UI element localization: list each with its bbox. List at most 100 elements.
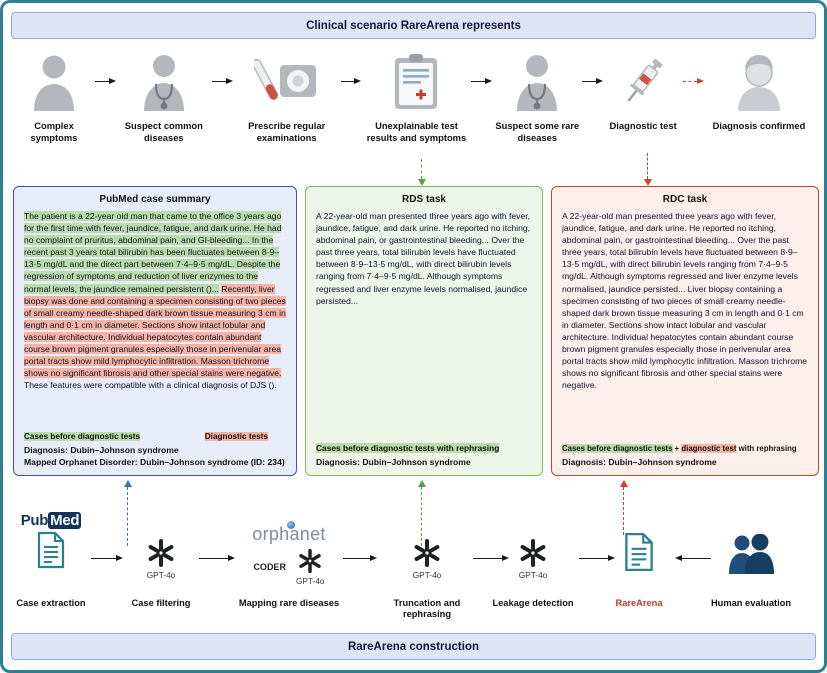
bottom-banner-title: RareArena construction — [347, 640, 479, 653]
arrow-right-icon — [579, 554, 615, 562]
gpt-model-label: GPT-4o — [412, 570, 442, 580]
document-icon — [625, 532, 653, 572]
document-icon — [37, 531, 65, 569]
arrow-right-icon — [95, 78, 116, 84]
legend-cases-with-rephrasing: Cases before diagnostic tests with rephr… — [316, 443, 500, 453]
top-banner: Clinical scenario RareArena represents — [11, 12, 816, 39]
station-label: Human evaluation — [710, 598, 792, 608]
flow-step-diagnosis-confirmed: Diagnosis confirmed — [704, 47, 814, 132]
pubmed-case-summary-panel: PubMed case summary The patient is a 22-… — [13, 186, 297, 476]
rds-legend: Cases before diagnostic tests with rephr… — [316, 443, 532, 453]
station-mapping-rare-diseases: orphanet CODER GPT-4o Mapping rare disea… — [238, 508, 340, 608]
red-dashed-up-arrow — [619, 480, 628, 535]
arrow-right-icon — [343, 554, 377, 562]
panel-title: PubMed case summary — [99, 194, 211, 205]
flow-step-suspect-common-diseases: Suspect common diseases — [116, 47, 212, 143]
blue-dashed-up-arrow — [123, 480, 132, 546]
flow-step-diagnostic-test: Diagnostic test — [603, 47, 683, 132]
patient-cap-icon — [732, 47, 786, 117]
openai-logo-icon — [299, 548, 321, 574]
station-label: Leakage detection — [492, 598, 574, 608]
flow-step-suspect-rare-diseases: Suspect some rare diseases — [492, 47, 582, 143]
gpt-model-label: GPT-4o — [146, 570, 176, 580]
bottom-banner: RareArena construction — [11, 633, 816, 660]
arrow-right-icon — [471, 78, 493, 84]
rdc-legend: Cases before diagnostic tests + diagnost… — [562, 444, 808, 453]
pubmed-legend: Cases before diagnostic tests Diagnostic… — [24, 432, 286, 441]
arrow-left-icon — [675, 554, 711, 562]
panel-title: RDS task — [402, 194, 446, 205]
legend-diagnostic-tests: Diagnostic tests — [204, 432, 268, 441]
station-label: Mapping rare diseases — [238, 598, 340, 608]
flow-step-label: Diagnostic test — [609, 120, 677, 131]
legend-cases-before-tests: Cases before diagnostic tests — [562, 444, 673, 453]
station-label: Truncation and rephrasing — [393, 598, 461, 619]
flow-step-label: Suspect some rare diseases — [495, 120, 580, 143]
doctor-icon — [509, 47, 565, 117]
flow-step-complex-symptoms: Complex symptoms — [13, 47, 95, 143]
flow-step-unexplainable-results: Unexplainable test results and symptoms — [361, 47, 471, 143]
medical-equipment-icon — [253, 47, 320, 117]
arrow-right-red-dashed-icon — [683, 78, 704, 84]
mapped-disorder-line: Mapped Orphanet Disorder: Dubin–Johnson … — [24, 457, 285, 467]
station-label: RareArena — [615, 598, 663, 608]
diagnosis-line: Diagnosis: Dubin–Johnson syndrome — [316, 457, 471, 467]
arrow-right-icon — [91, 554, 123, 562]
legend-diagnostic-test: diagnostic test — [681, 444, 737, 453]
rdc-task-panel: RDC task A 22-year-old man presented thr… — [551, 186, 819, 476]
gpt-model-label: GPT-4o — [518, 570, 548, 580]
person-icon — [29, 47, 79, 117]
station-human-evaluation: Human evaluation — [711, 508, 791, 608]
gpt-model-label: GPT-4o — [295, 576, 325, 586]
green-dashed-up-arrow — [417, 480, 426, 546]
red-dashed-down-arrow — [643, 153, 652, 186]
station-truncation-rephrasing: GPT-4o Truncation and rephrasing — [383, 508, 471, 620]
station-label: Case extraction — [16, 598, 86, 608]
legend-plus: + — [674, 444, 680, 453]
arrow-right-icon — [211, 78, 233, 84]
station-leakage-detection: GPT-4o Leakage detection — [492, 508, 574, 608]
openai-logo-icon — [148, 539, 174, 567]
case-text-before-tests: The patient is a 22-year old man that ca… — [24, 211, 282, 294]
rdc-case-text: A 22-year-old man presented three years … — [562, 211, 808, 391]
orphanet-logo: orphanet — [252, 521, 325, 544]
top-banner-title: Clinical scenario RareArena represents — [306, 19, 521, 32]
flow-step-label: Unexplainable test results and symptoms — [366, 120, 467, 143]
test-results-clipboard-icon — [392, 47, 440, 117]
people-icon — [729, 534, 774, 574]
clinical-flow: Complex symptoms Suspect common diseases… — [13, 47, 814, 143]
flow-step-label: Complex symptoms — [30, 120, 78, 143]
doctor-icon — [136, 47, 192, 117]
flow-step-label: Diagnosis confirmed — [712, 120, 806, 131]
mapping-tools-row: CODER GPT-4o — [253, 548, 325, 586]
green-dashed-down-arrow — [417, 159, 426, 186]
openai-logo-icon — [414, 539, 440, 567]
panel-title: RDC task — [662, 194, 708, 205]
station-rarearena: RareArena — [607, 508, 671, 608]
flow-step-label: Suspect common diseases — [124, 120, 203, 143]
legend-suffix: with rephrasing — [738, 444, 797, 453]
syringe-icon — [618, 47, 668, 117]
openai-logo-icon — [520, 539, 546, 567]
rds-task-panel: RDS task A 22-year-old man presented thr… — [305, 186, 543, 476]
rds-case-text: A 22-year-old man presented three years … — [316, 211, 531, 306]
pubmed-case-text: The patient is a 22-year old man that ca… — [24, 210, 286, 391]
arrow-right-icon — [473, 554, 509, 562]
diagnosis-line: Diagnosis: Dubin–Johnson syndrome — [24, 445, 179, 455]
coder-label: CODER — [253, 562, 286, 572]
case-text-diagnostic-tests: Recently, liver biopsy was done and cont… — [24, 283, 286, 379]
legend-cases-before-tests: Cases before diagnostic tests — [24, 432, 141, 441]
flow-step-prescribe-examinations: Prescribe regular examinations — [233, 47, 341, 143]
station-label: Case filtering — [131, 598, 191, 608]
diagnosis-line: Diagnosis: Dubin–Johnson syndrome — [562, 457, 717, 467]
arrow-right-icon — [199, 554, 235, 562]
arrow-right-icon — [340, 78, 362, 84]
station-case-filtering: GPT-4o Case filtering — [129, 508, 193, 608]
case-text-conclusion: These features were compatible with a cl… — [24, 380, 277, 391]
flow-step-label: Prescribe regular examinations — [248, 120, 326, 143]
arrow-right-icon — [582, 78, 604, 84]
